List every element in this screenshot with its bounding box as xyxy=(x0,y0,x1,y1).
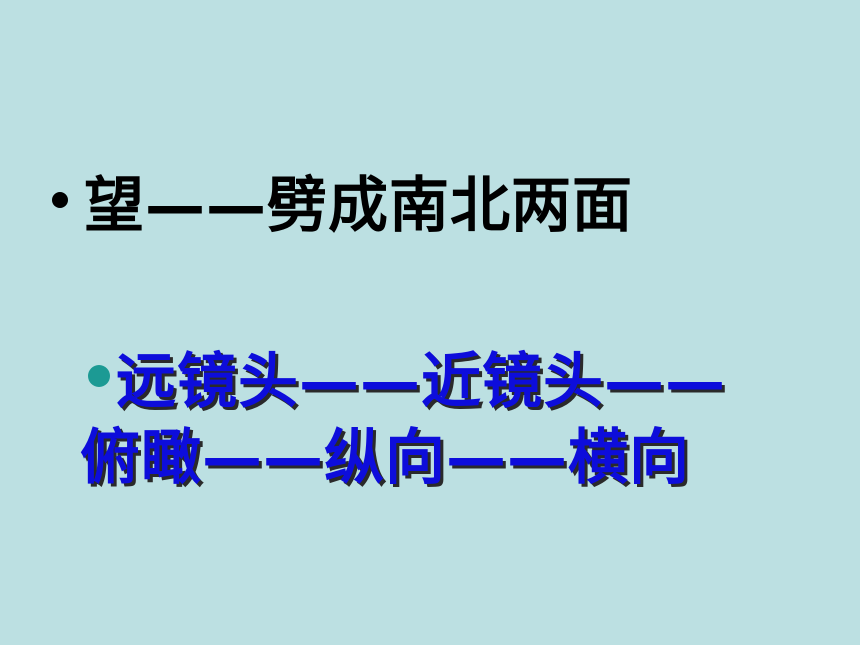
bullet-text-2a: 远镜头——近镜头—— xyxy=(116,346,726,417)
bullet-line-2a: 远镜头——近镜头—— xyxy=(80,338,780,417)
bullet-teal-dot-icon xyxy=(88,365,110,387)
bullet-line-1: 望——劈成南北两面 xyxy=(52,160,633,241)
bullet-block-2: 远镜头——近镜头—— 俯瞰——纵向——横向 xyxy=(80,338,780,493)
bullet-text-1: 望——劈成南北两面 xyxy=(84,170,633,241)
bullet-line-2b: 俯瞰——纵向——横向 xyxy=(80,414,780,493)
bullet-dot-icon xyxy=(52,192,68,208)
bullet-text-2b: 俯瞰——纵向——横向 xyxy=(80,422,690,493)
